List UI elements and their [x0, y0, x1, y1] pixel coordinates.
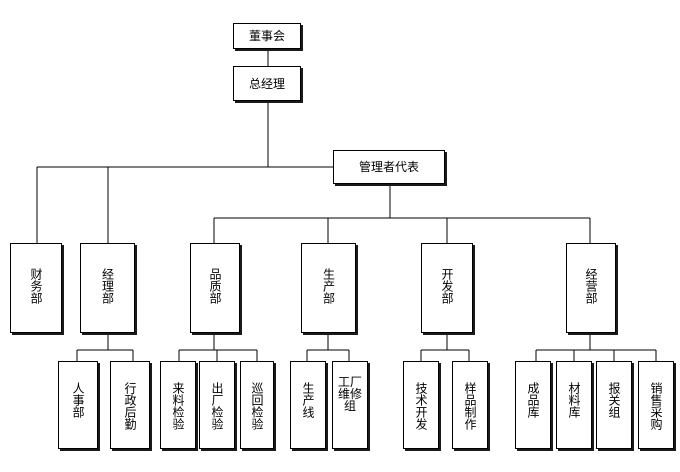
node-admin: 行政后勤 — [110, 361, 150, 449]
node-line-label: 生产线 — [301, 382, 315, 418]
node-maint: 工厂维修组 — [332, 361, 368, 449]
node-purchase: 销售采购 — [638, 361, 674, 449]
node-finance: 财务部 — [10, 243, 62, 333]
node-quality-label: 品质部 — [208, 268, 222, 304]
node-outgoing: 出厂检验 — [199, 361, 235, 449]
node-tech-label: 技术开发 — [414, 382, 428, 430]
node-material: 材料库 — [556, 361, 592, 449]
node-material-label: 材料库 — [567, 382, 581, 418]
node-finance-label: 财务部 — [29, 268, 43, 304]
node-rep: 管理者代表 — [333, 150, 445, 184]
node-outgoing-label: 出厂检验 — [210, 382, 224, 430]
node-hr: 人事部 — [58, 361, 98, 449]
node-finished: 成品库 — [515, 361, 551, 449]
node-maint-label: 工厂维修组 — [337, 375, 362, 413]
node-incoming: 来料检验 — [160, 361, 196, 449]
node-board: 董事会 — [233, 23, 301, 49]
node-production-label: 生产部 — [321, 268, 336, 304]
node-quality: 品质部 — [190, 243, 240, 333]
node-business: 经营部 — [566, 243, 616, 333]
node-hr-label: 人事部 — [71, 382, 85, 418]
node-rep-label: 管理者代表 — [358, 160, 419, 174]
node-manager-dept: 经理部 — [80, 243, 135, 333]
node-customs: 报关组 — [596, 361, 632, 449]
node-purchase-label: 销售采购 — [649, 382, 663, 430]
node-patrol-label: 巡回检验 — [250, 382, 264, 430]
node-sample-label: 样品制作 — [463, 382, 477, 430]
node-manager-dept-label: 经理部 — [100, 268, 115, 304]
node-production: 生产部 — [301, 243, 356, 333]
node-development-label: 开发部 — [440, 268, 454, 304]
node-customs-label: 报关组 — [607, 382, 621, 418]
node-admin-label: 行政后勤 — [123, 382, 137, 430]
node-board-label: 董事会 — [248, 29, 285, 43]
node-finished-label: 成品库 — [526, 382, 540, 418]
node-business-label: 经营部 — [584, 268, 598, 304]
node-gm: 总经理 — [233, 66, 301, 101]
node-tech: 技术开发 — [403, 361, 439, 449]
node-patrol: 巡回检验 — [240, 361, 274, 449]
node-incoming-label: 来料检验 — [171, 382, 185, 430]
node-development: 开发部 — [421, 243, 473, 333]
node-gm-label: 总经理 — [248, 76, 285, 91]
node-sample: 样品制作 — [452, 361, 488, 449]
node-line: 生产线 — [290, 361, 326, 449]
